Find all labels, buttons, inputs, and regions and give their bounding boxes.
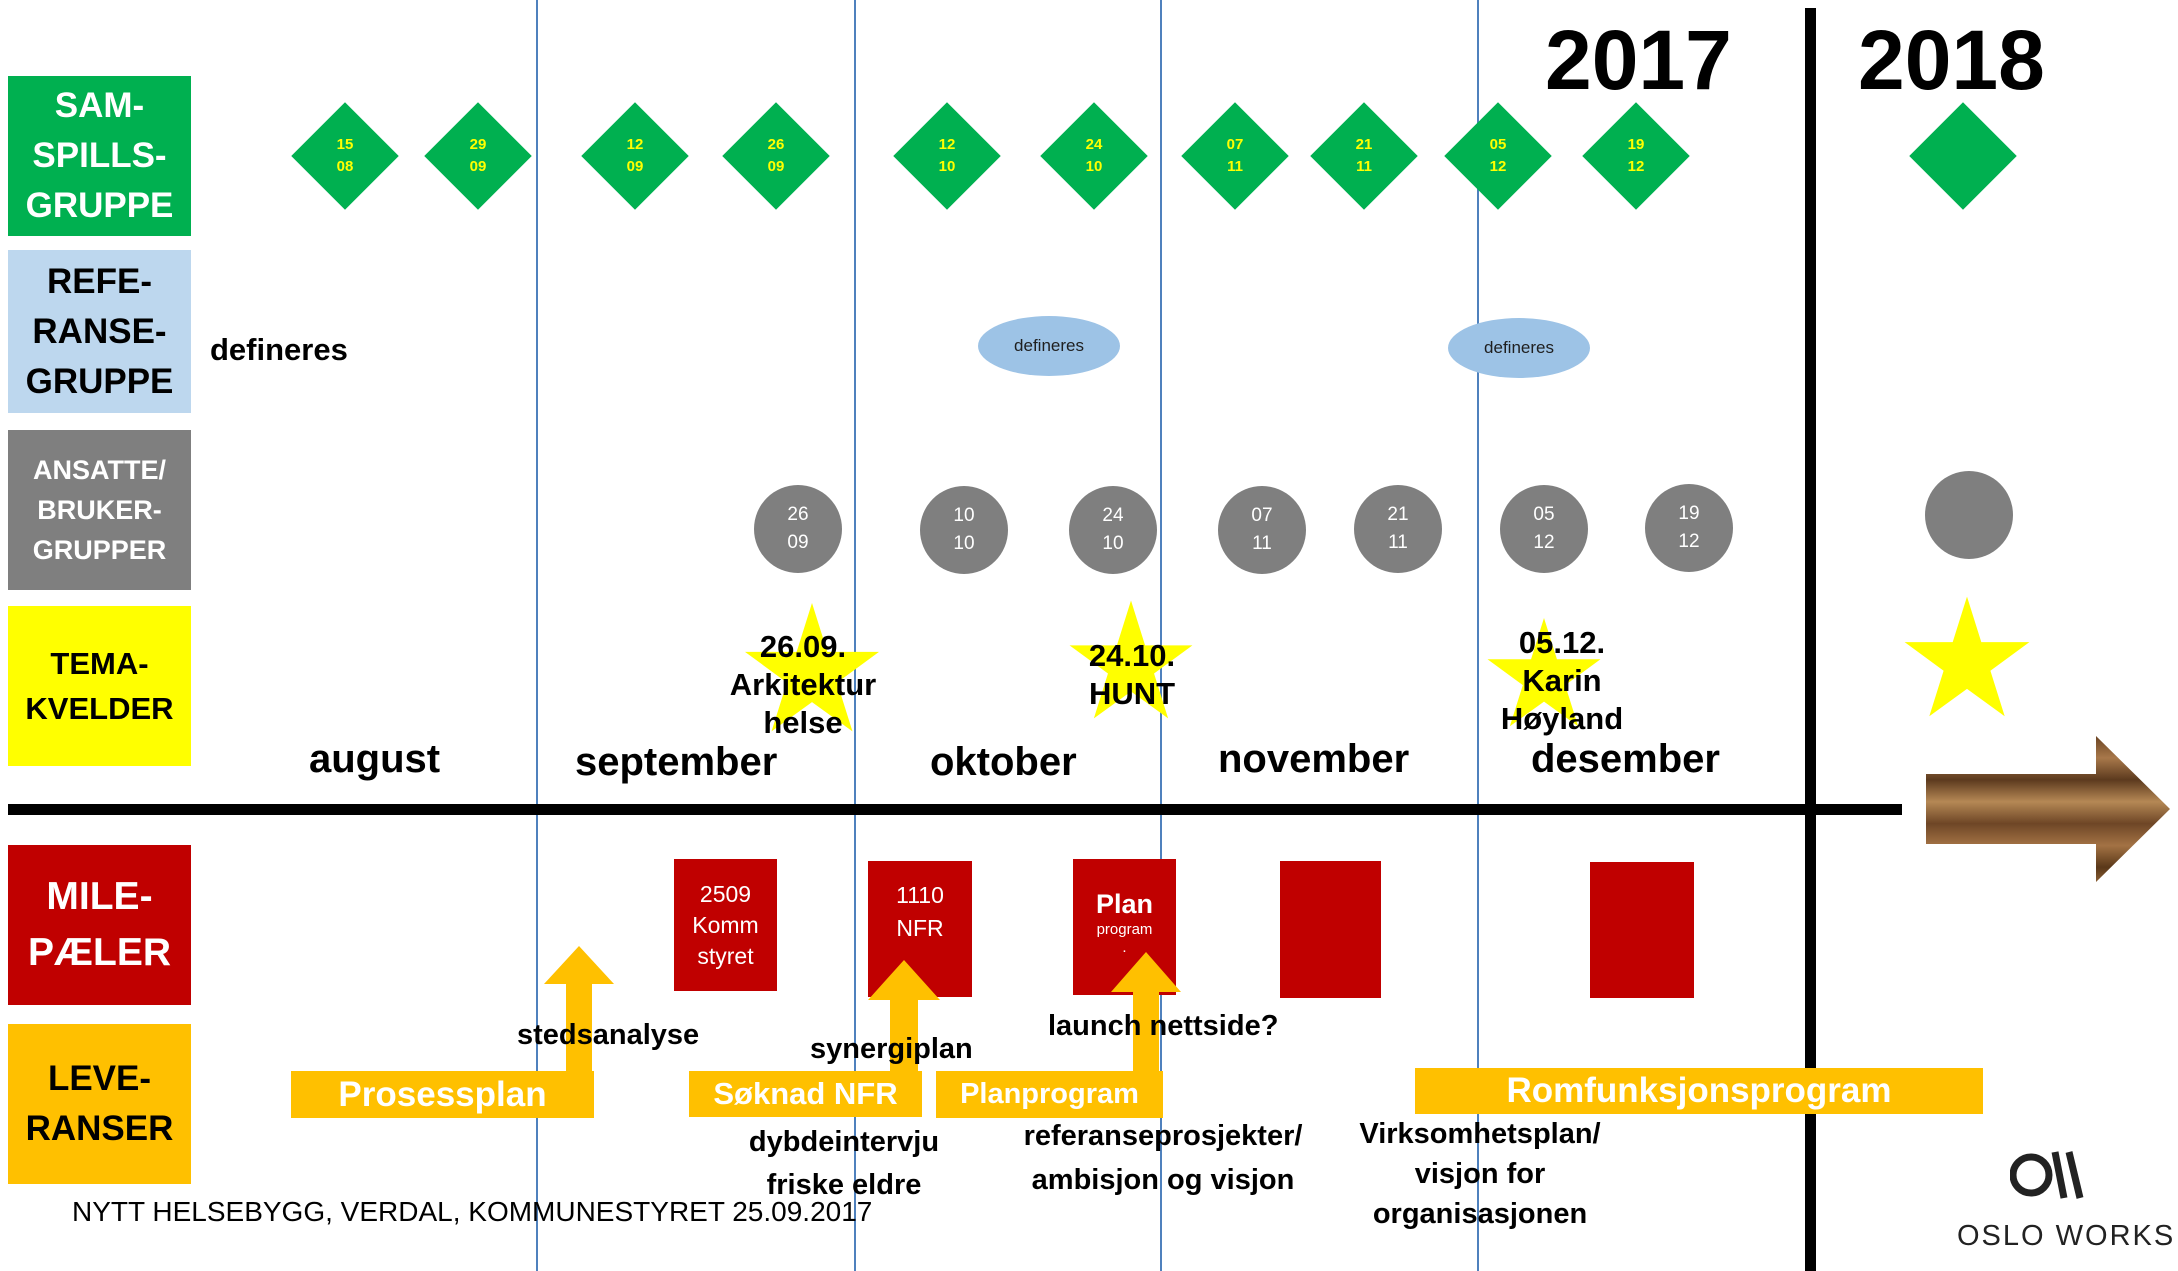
row-label-milepaeler: MILE- PÆLER: [8, 845, 191, 1005]
month-label: desember: [1531, 737, 1720, 781]
arrow-right-icon: [1926, 736, 2170, 882]
referanse-defineres-text: defineres: [210, 332, 348, 367]
month-label: november: [1218, 737, 1410, 781]
deliverable-prosessplan: Prosessplan: [291, 1071, 594, 1118]
footer-title: NYTT HELSEBYGG, VERDAL, KOMMUNESTYRET 25…: [72, 1196, 873, 1227]
samspill-meeting-2018: [1909, 102, 2017, 210]
up-arrow-icon: [868, 960, 940, 1072]
note-dybdeintervju: dybdeintervju friske eldre: [748, 1126, 940, 1201]
tema-karin: 05.12. Karin Høyland: [1500, 625, 1624, 736]
oslo-works-logo: [2010, 1151, 2084, 1199]
milestone-box: [1590, 862, 1694, 998]
star-icon: [1487, 618, 1601, 727]
divider-nov-dec: [1477, 0, 1479, 1271]
row-label-ansatte: ANSATTE/ BRUKER- GRUPPER: [8, 430, 191, 590]
divider-oct-nov: [1160, 0, 1162, 1271]
deliverable-soknad-nfr: Søknad NFR: [689, 1071, 922, 1117]
milestone-box: 1110 NFR: [868, 861, 972, 997]
star-icon: [1904, 596, 2030, 717]
deliverable-romfunksjonsprogram: Romfunksjonsprogram: [1415, 1068, 1983, 1114]
row-label-leveranser: LEVE- RANSER: [8, 1024, 191, 1184]
milestone-box: [1280, 861, 1381, 998]
referanse-bubble: defineres: [1448, 318, 1590, 378]
tema-hunt: 24.10. HUNT: [1088, 638, 1176, 711]
milestone-plan-title: Plan: [1095, 889, 1154, 919]
referanse-bubble: defineres: [978, 316, 1120, 376]
note-virksomhetsplan: Virksomhetsplan/ visjon for organisasjon…: [1359, 1118, 1601, 1230]
note-referanseprosjekter: referanseprosjekter/ ambisjon og visjon: [1023, 1120, 1303, 1196]
note-synergiplan: synergiplan: [810, 1033, 973, 1065]
ansatte-meeting-2018: [1925, 471, 2013, 559]
year-2017: 2017: [1545, 13, 1732, 107]
timeline-axis: [8, 804, 1902, 815]
up-arrow-icon: [1111, 952, 1181, 1072]
milestone-box: 2509 Komm styret: [674, 859, 777, 991]
star-icon: [745, 603, 879, 732]
divider-aug-sep: [536, 0, 538, 1271]
row-label-tema: TEMA- KVELDER: [8, 606, 191, 766]
month-label: august: [309, 737, 441, 781]
row-label-referanse: REFE- RANSE- GRUPPE: [8, 250, 191, 413]
tema-arkitektur: 26.09. Arkitektur helse: [729, 629, 877, 740]
note-launch-nettside: launch nettside?: [1048, 1010, 1279, 1042]
month-label: september: [575, 740, 778, 784]
divider-sep-oct: [854, 0, 856, 1271]
milestone-plan-sub: program .: [1096, 921, 1153, 956]
logo-text: OSLO WORKS: [1957, 1220, 2176, 1252]
star-icon: [1069, 600, 1193, 719]
month-label: oktober: [930, 740, 1077, 784]
note-stedsanalyse: stedsanalyse: [517, 1019, 700, 1051]
row-label-samspill: SAM- SPILLS- GRUPPE: [8, 76, 191, 236]
year-divider: [1805, 8, 1816, 1271]
deliverable-planprogram: Planprogram: [936, 1071, 1163, 1118]
year-2018: 2018: [1858, 13, 2045, 107]
up-arrow-icon: [544, 946, 614, 1118]
